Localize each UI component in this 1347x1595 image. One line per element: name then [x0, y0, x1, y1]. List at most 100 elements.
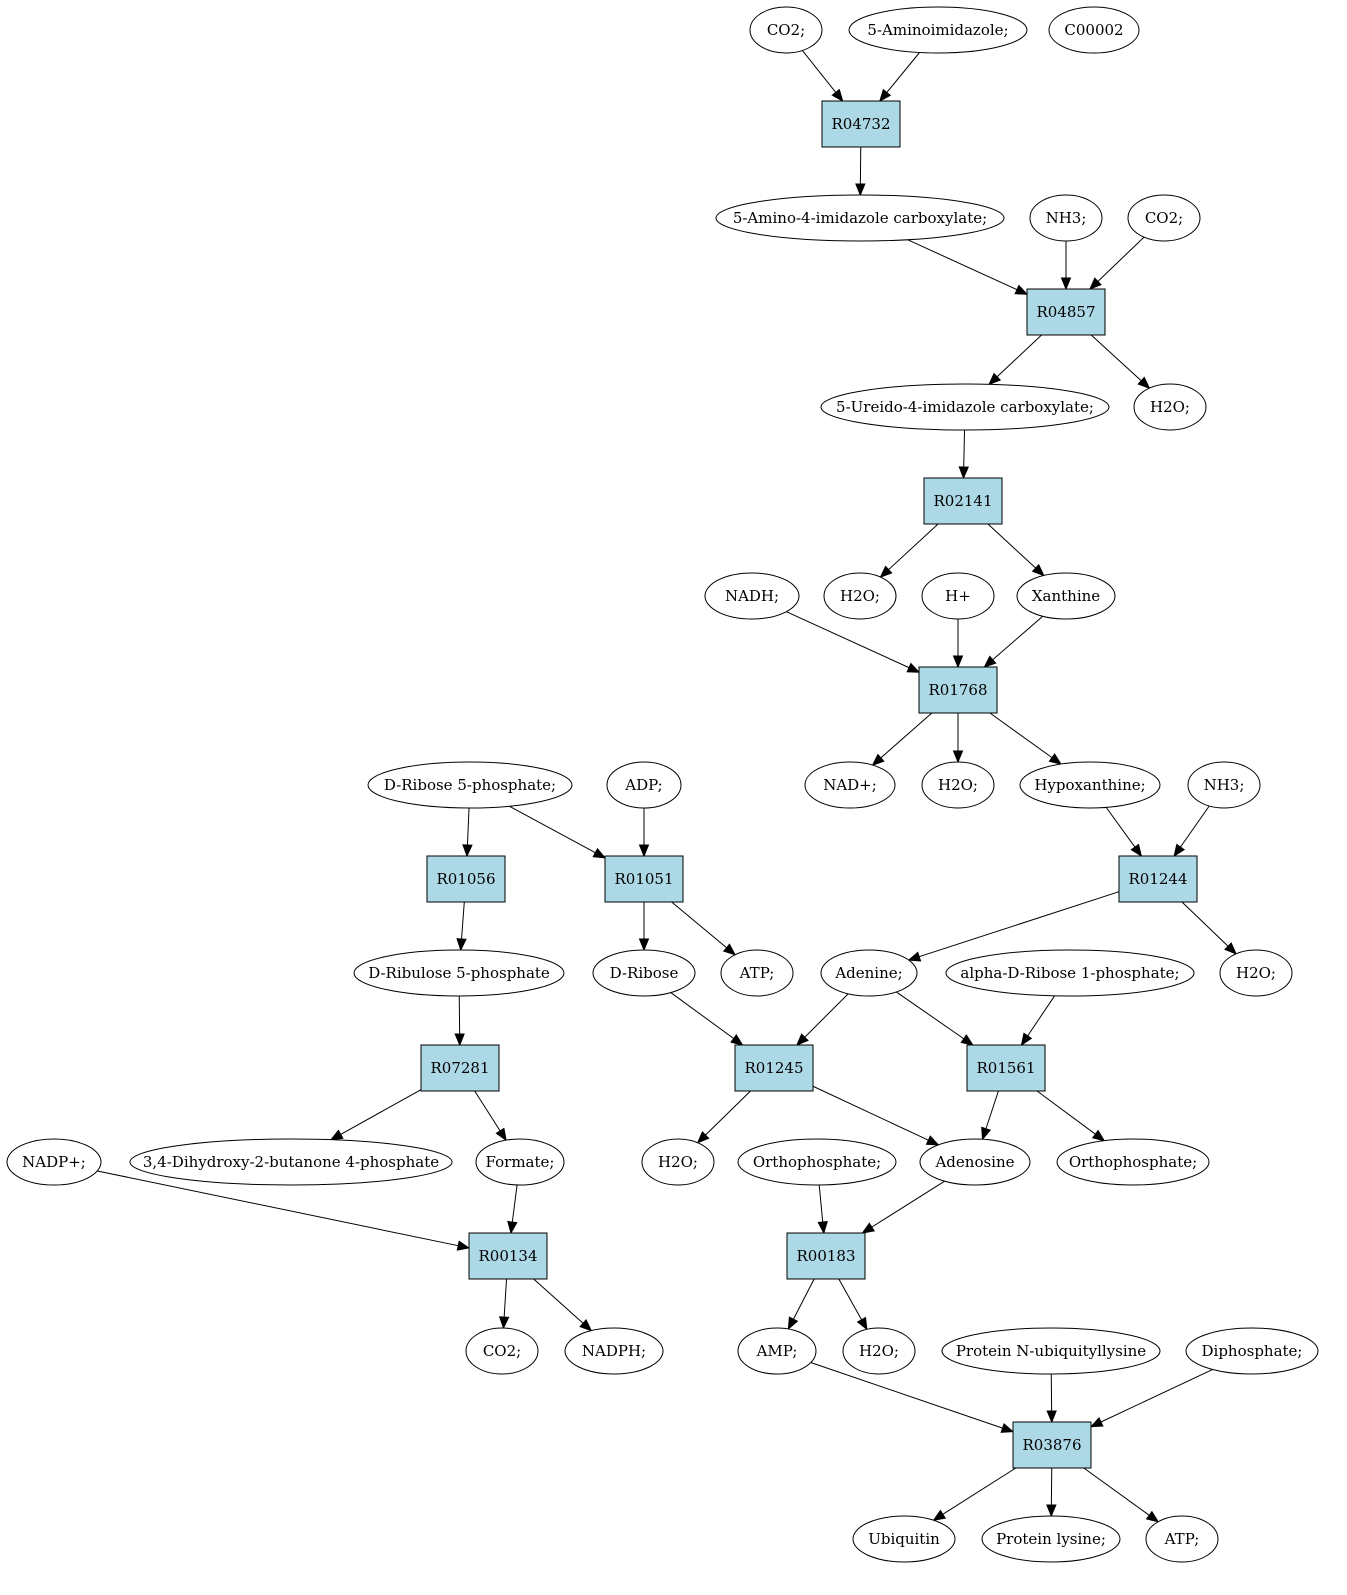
compound-ellipse: [564, 1327, 664, 1375]
arrowhead: [1020, 1032, 1033, 1047]
node-label: NADP+;: [22, 1153, 86, 1171]
compound-ellipse: [921, 761, 995, 809]
compound-ellipse: [475, 1138, 565, 1186]
compound-node-n_atp_b[interactable]: ATP;: [1145, 1515, 1219, 1563]
compound-node-n_diphosphate[interactable]: Diphosphate;: [1185, 1327, 1319, 1375]
compound-node-n_nadph[interactable]: NADPH;: [564, 1327, 664, 1375]
compound-node-n_xanthine[interactable]: Xanthine: [1016, 572, 1116, 620]
node-label: H+: [945, 587, 971, 605]
compound-node-n_hypoxanthine[interactable]: Hypoxanthine;: [1019, 761, 1161, 809]
compound-ellipse: [129, 1138, 453, 1186]
reaction-node-r01245[interactable]: R01245: [734, 1044, 814, 1092]
reaction-node-r00134[interactable]: R00134: [468, 1232, 548, 1280]
reaction-node-r01244[interactable]: R01244: [1118, 855, 1198, 903]
compound-node-n_nh3_b[interactable]: NH3;: [1187, 761, 1261, 809]
compound-node-n_nadh[interactable]: NADH;: [704, 572, 800, 620]
compound-ellipse: [749, 6, 823, 54]
compound-node-n_atp_a[interactable]: ATP;: [720, 949, 794, 997]
arrowhead: [907, 951, 922, 962]
compound-node-n_adenine[interactable]: Adenine;: [820, 949, 918, 997]
node-label: Hypoxanthine;: [1034, 776, 1145, 794]
compound-node-n_h2o_c[interactable]: H2O;: [921, 761, 995, 809]
node-label: alpha-D-Ribose 1-phosphate;: [960, 964, 1179, 982]
edge-r04857-to-n_ureido: [988, 334, 1042, 386]
edge-n_nadpplus-to-r00134: [97, 1170, 471, 1251]
compound-node-n_orthophosphate_b[interactable]: Orthophosphate;: [1056, 1138, 1210, 1186]
compound-node-n_formate[interactable]: Formate;: [475, 1138, 565, 1186]
compound-node-n_aminoimidazole[interactable]: 5-Aminoimidazole;: [848, 6, 1028, 54]
reaction-node-r01051[interactable]: R01051: [604, 855, 684, 903]
compound-node-n_dribose[interactable]: D-Ribose: [592, 949, 696, 997]
edge-n_ribose5p-to-r01051: [509, 805, 607, 859]
reaction-node-r02141[interactable]: R02141: [923, 477, 1003, 525]
edge-r01768-to-n_hypoxanthine: [989, 712, 1063, 765]
node-label: R01244: [1128, 870, 1187, 888]
compound-node-n_protein_ubiq[interactable]: Protein N-ubiquityllysine: [941, 1327, 1161, 1375]
node-label: R07281: [430, 1059, 489, 1077]
compound-node-n_alpha_ribose1p[interactable]: alpha-D-Ribose 1-phosphate;: [945, 949, 1195, 997]
compound-node-n_co2_b[interactable]: CO2;: [1127, 194, 1201, 242]
arrowhead: [1137, 376, 1151, 390]
arrowhead: [1014, 284, 1029, 295]
compound-node-n_h2o_b[interactable]: H2O;: [823, 572, 897, 620]
node-label: R04857: [1036, 303, 1095, 321]
reaction-node-r01768[interactable]: R01768: [918, 666, 998, 714]
edge-r00183-to-n_h2o_f: [838, 1278, 868, 1331]
reaction-node-r01561[interactable]: R01561: [966, 1044, 1046, 1092]
arrowhead: [1091, 1129, 1106, 1142]
reaction-node-r07281[interactable]: R07281: [420, 1044, 500, 1092]
compound-node-n_c00002[interactable]: C00002: [1048, 6, 1140, 54]
compound-node-n_hplus[interactable]: H+: [921, 572, 995, 620]
arrowhead: [952, 750, 964, 764]
node-label: 5-Aminoimidazole;: [867, 21, 1008, 39]
reaction-node-r01056[interactable]: R01056: [426, 855, 506, 903]
compound-node-n_dihydroxybutanone[interactable]: 3,4-Dihydroxy-2-butanone 4-phosphate: [129, 1138, 453, 1186]
edge-n_ribose5p-to-r01056: [462, 807, 473, 858]
node-label: H2O;: [658, 1153, 698, 1171]
compound-node-n_ureido[interactable]: 5-Ureido-4-imidazole carboxylate;: [820, 383, 1110, 431]
compound-node-n_nh3_a[interactable]: NH3;: [1029, 194, 1103, 242]
compound-node-n_h2o_e[interactable]: H2O;: [641, 1138, 715, 1186]
arrowhead: [495, 1127, 507, 1142]
edge-r01561-to-n_orthophosphate_b: [1036, 1090, 1106, 1142]
compound-node-n_amino_imidazole_carboxylate[interactable]: 5-Amino-4-imidazole carboxylate;: [715, 194, 1005, 242]
arrowhead: [498, 1316, 510, 1330]
compound-node-n_nadplus[interactable]: NAD+;: [804, 761, 896, 809]
compound-node-n_co2_top[interactable]: CO2;: [749, 6, 823, 54]
compound-node-n_h2o_a[interactable]: H2O;: [1133, 383, 1207, 431]
arrowhead: [952, 655, 964, 669]
reaction-node-r04732[interactable]: R04732: [821, 100, 901, 148]
reaction-node-r04857[interactable]: R04857: [1026, 288, 1106, 336]
compound-ellipse: [606, 761, 682, 809]
node-label: Orthophosphate;: [753, 1153, 881, 1171]
reaction-node-r03876[interactable]: R03876: [1012, 1421, 1092, 1469]
edge-n_ureido-to-r02141: [958, 429, 969, 480]
compound-node-n_co2_c[interactable]: CO2;: [465, 1327, 539, 1375]
compound-node-n_adenosine[interactable]: Adenosine: [919, 1138, 1031, 1186]
node-label: Formate;: [486, 1153, 555, 1171]
compound-node-n_ribose5p[interactable]: D-Ribose 5-phosphate;: [367, 761, 573, 809]
compound-ellipse: [737, 1138, 897, 1186]
edge-r01051-to-n_dribose: [638, 902, 650, 952]
compound-ellipse: [945, 949, 1195, 997]
compound-node-n_ribulose5p[interactable]: D-Ribulose 5-phosphate: [353, 949, 565, 997]
compound-node-n_ubiquitin[interactable]: Ubiquitin: [852, 1515, 956, 1563]
compound-node-n_amp[interactable]: AMP;: [737, 1327, 817, 1375]
node-label: R02141: [933, 492, 992, 510]
compound-ellipse: [1127, 194, 1201, 242]
reaction-node-r00183[interactable]: R00183: [786, 1232, 866, 1280]
compound-node-n_h2o_f[interactable]: H2O;: [842, 1327, 916, 1375]
edge-n_aminoimidazole-to-r04732: [879, 52, 920, 103]
compound-node-n_h2o_d[interactable]: H2O;: [1219, 949, 1293, 997]
compound-ellipse: [848, 6, 1028, 54]
edge-r03876-to-n_protein_lysine: [1046, 1467, 1057, 1518]
compound-ellipse: [353, 949, 565, 997]
compound-node-n_orthophosphate_a[interactable]: Orthophosphate;: [737, 1138, 897, 1186]
compound-ellipse: [820, 949, 918, 997]
compound-node-n_nadpplus[interactable]: NADP+;: [6, 1138, 102, 1186]
compound-node-n_protein_lysine[interactable]: Protein lysine;: [981, 1515, 1121, 1563]
edge-n_nh3_a-to-r04857: [1060, 241, 1072, 291]
arrowhead: [879, 88, 892, 103]
compound-node-n_adp[interactable]: ADP;: [606, 761, 682, 809]
arrowhead: [831, 88, 844, 103]
